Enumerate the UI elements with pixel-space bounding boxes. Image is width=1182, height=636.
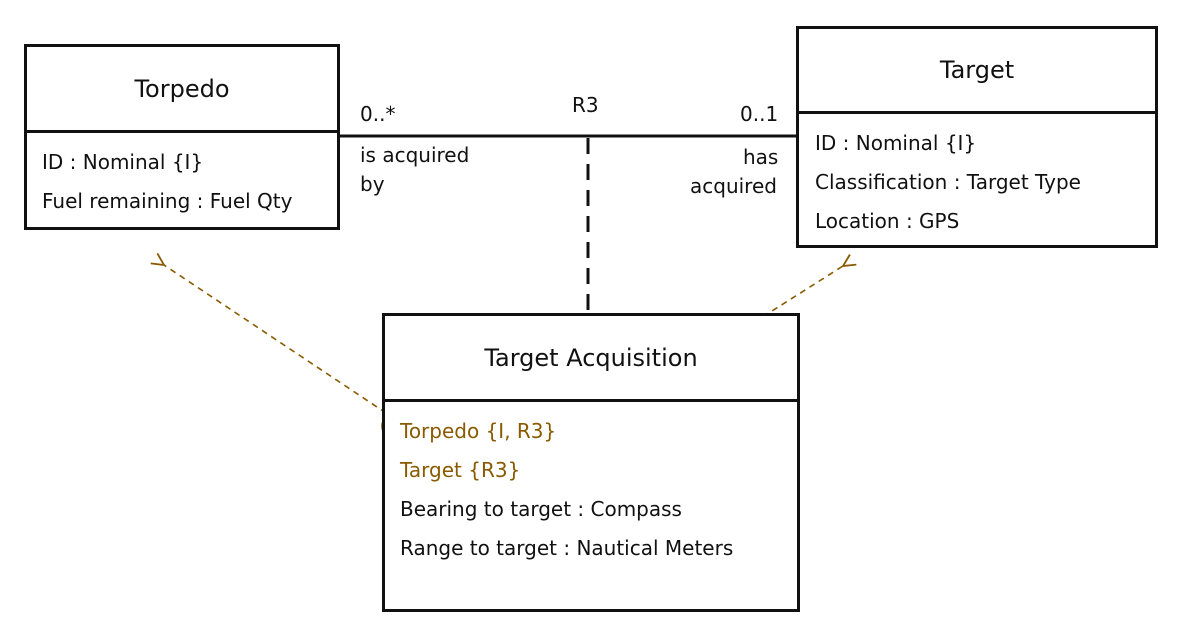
referential-arrow-torpedo: [164, 265, 387, 414]
right-multiplicity: 0..1: [740, 102, 779, 126]
class-target: Target ID : Nominal {I} Classification :…: [796, 26, 1158, 248]
class-target-acquisition-attribute: Bearing to target : Compass: [400, 497, 682, 521]
class-target-acquisition: Target Acquisition Torpedo {I, R3} Targe…: [382, 313, 800, 612]
class-torpedo: Torpedo ID : Nominal {I} Fuel remaining …: [24, 44, 340, 230]
left-multiplicity: 0..*: [360, 102, 396, 126]
class-target-attribute: Location : GPS: [815, 209, 960, 233]
class-target-name: Target: [939, 56, 1015, 84]
referential-attribute-target: Target {R3}: [400, 458, 521, 482]
class-target-acquisition-attributes: Torpedo {I, R3} Target {R3} Bearing to t…: [385, 402, 797, 568]
class-torpedo-attribute: Fuel remaining : Fuel Qty: [42, 189, 293, 213]
left-verb-phrase-line1: is acquired: [360, 143, 470, 167]
class-target-header: Target: [799, 29, 1155, 114]
class-target-attribute: ID : Nominal {I}: [815, 131, 977, 155]
class-target-attribute: Classification : Target Type: [815, 170, 1081, 194]
class-torpedo-attribute: ID : Nominal {I}: [42, 150, 204, 174]
class-torpedo-attributes: ID : Nominal {I} Fuel remaining : Fuel Q…: [27, 133, 337, 221]
class-target-attributes: ID : Nominal {I} Classification : Target…: [799, 114, 1155, 241]
association-name: R3: [572, 93, 599, 117]
class-target-acquisition-header: Target Acquisition: [385, 316, 797, 402]
class-torpedo-header: Torpedo: [27, 47, 337, 133]
class-target-acquisition-name: Target Acquisition: [484, 343, 698, 372]
right-verb-phrase-line1: has: [743, 145, 779, 169]
left-verb-phrase-line2: by: [360, 172, 385, 196]
right-verb-phrase-line2: acquired: [690, 174, 777, 198]
class-torpedo-name: Torpedo: [134, 74, 230, 103]
referential-attribute-torpedo: Torpedo {I, R3}: [400, 419, 557, 443]
class-target-acquisition-attribute: Range to target : Nautical Meters: [400, 536, 734, 560]
